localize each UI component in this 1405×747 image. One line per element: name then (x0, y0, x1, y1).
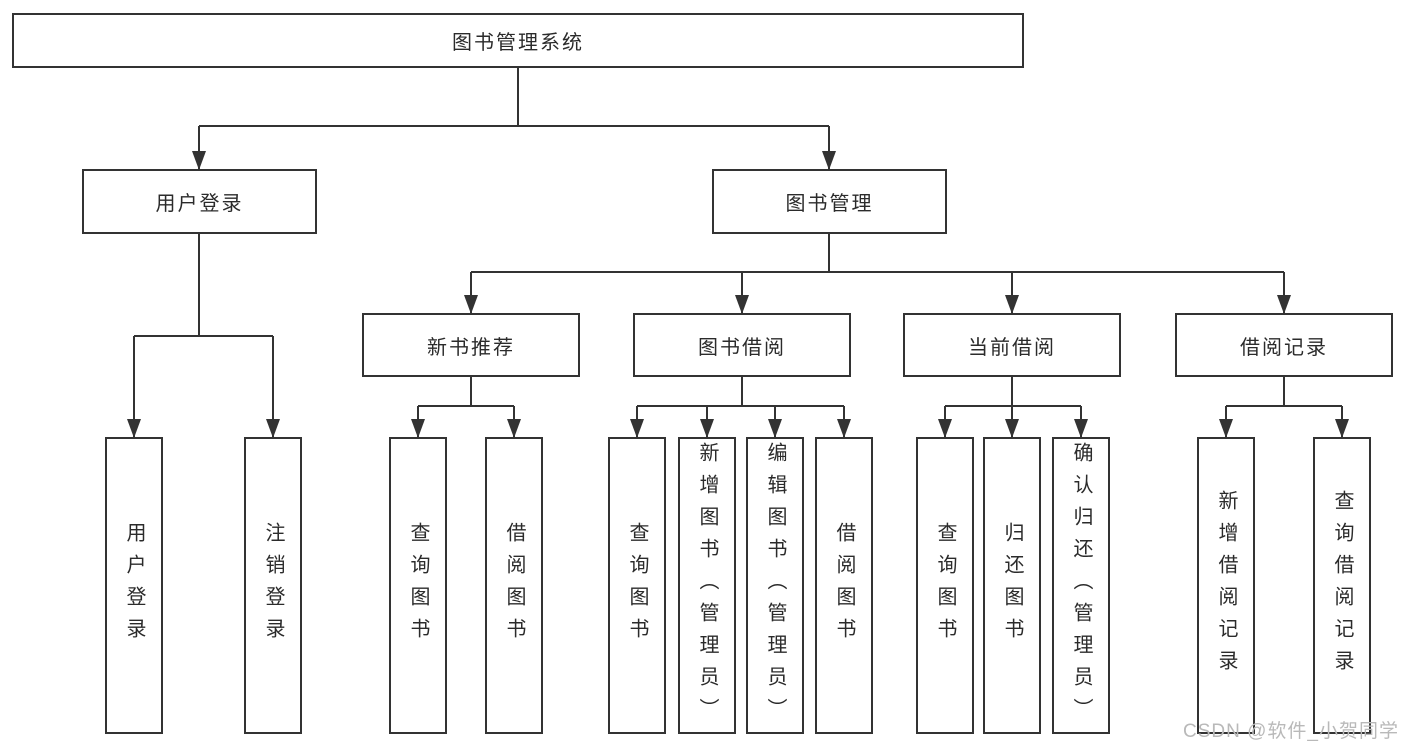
node-label: 新书推荐 (427, 336, 515, 359)
node-label: 当前借阅 (968, 336, 1056, 359)
connector-user-login-to-leaves (127, 234, 280, 438)
node-label: 确认归还（管理员） (1070, 441, 1092, 730)
node-label: 用户登录 (155, 193, 244, 215)
leaf-confirm-return-admin: 确认归还（管理员） (1052, 437, 1110, 734)
leaf-add-book-admin: 新增图书（管理员） (678, 437, 736, 734)
node-library-management-system: 图书管理系统 (12, 13, 1024, 68)
connector-root-to-level2 (192, 68, 836, 170)
node-label: 归还图书 (1001, 521, 1023, 650)
leaf-borrow-books: 借阅图书 (815, 437, 873, 734)
leaf-user-login: 用户登录 (105, 437, 163, 734)
node-label: 查询图书 (407, 521, 429, 650)
node-label: 编辑图书（管理员） (764, 441, 786, 730)
node-label: 图书管理系统 (452, 32, 584, 54)
node-user-login: 用户登录 (82, 169, 317, 234)
leaf-logout: 注销登录 (244, 437, 302, 734)
leaf-edit-book-admin: 编辑图书（管理员） (746, 437, 804, 734)
connector-current-borrow-to-leaves (938, 377, 1088, 438)
node-borrow-records: 借阅记录 (1175, 313, 1393, 377)
connector-borrow-records-to-leaves (1219, 377, 1349, 438)
leaf-add-borrow-record: 新增借阅记录 (1197, 437, 1255, 734)
leaf-query-books-current: 查询图书 (916, 437, 974, 734)
node-label: 借阅记录 (1240, 336, 1328, 359)
leaf-query-books-borrow: 查询图书 (608, 437, 666, 734)
node-label: 查询图书 (626, 521, 648, 650)
node-label: 新增图书（管理员） (696, 441, 718, 730)
node-label: 注销登录 (262, 521, 284, 650)
leaf-borrow-books-recommend: 借阅图书 (485, 437, 543, 734)
node-label: 新增借阅记录 (1215, 489, 1237, 682)
csdn-watermark: CSDN @软件_小贺同学 (1183, 721, 1399, 742)
node-book-management: 图书管理 (712, 169, 947, 234)
connector-book-management-to-level3 (464, 234, 1291, 314)
node-label: 查询借阅记录 (1331, 489, 1353, 682)
connector-new-book-recommend-to-leaves (411, 377, 521, 438)
leaf-query-books-recommend: 查询图书 (389, 437, 447, 734)
node-label: 用户登录 (123, 521, 145, 650)
leaf-return-book: 归还图书 (983, 437, 1041, 734)
node-book-borrow: 图书借阅 (633, 313, 851, 377)
node-label: 查询图书 (934, 521, 956, 650)
connector-book-borrow-to-leaves (630, 377, 851, 438)
node-label: 图书借阅 (698, 336, 786, 359)
node-label: 借阅图书 (503, 521, 525, 650)
node-new-book-recommend: 新书推荐 (362, 313, 580, 377)
leaf-query-borrow-record: 查询借阅记录 (1313, 437, 1371, 734)
node-current-borrow: 当前借阅 (903, 313, 1121, 377)
node-label: 借阅图书 (833, 521, 855, 650)
node-label: 图书管理 (785, 193, 874, 215)
